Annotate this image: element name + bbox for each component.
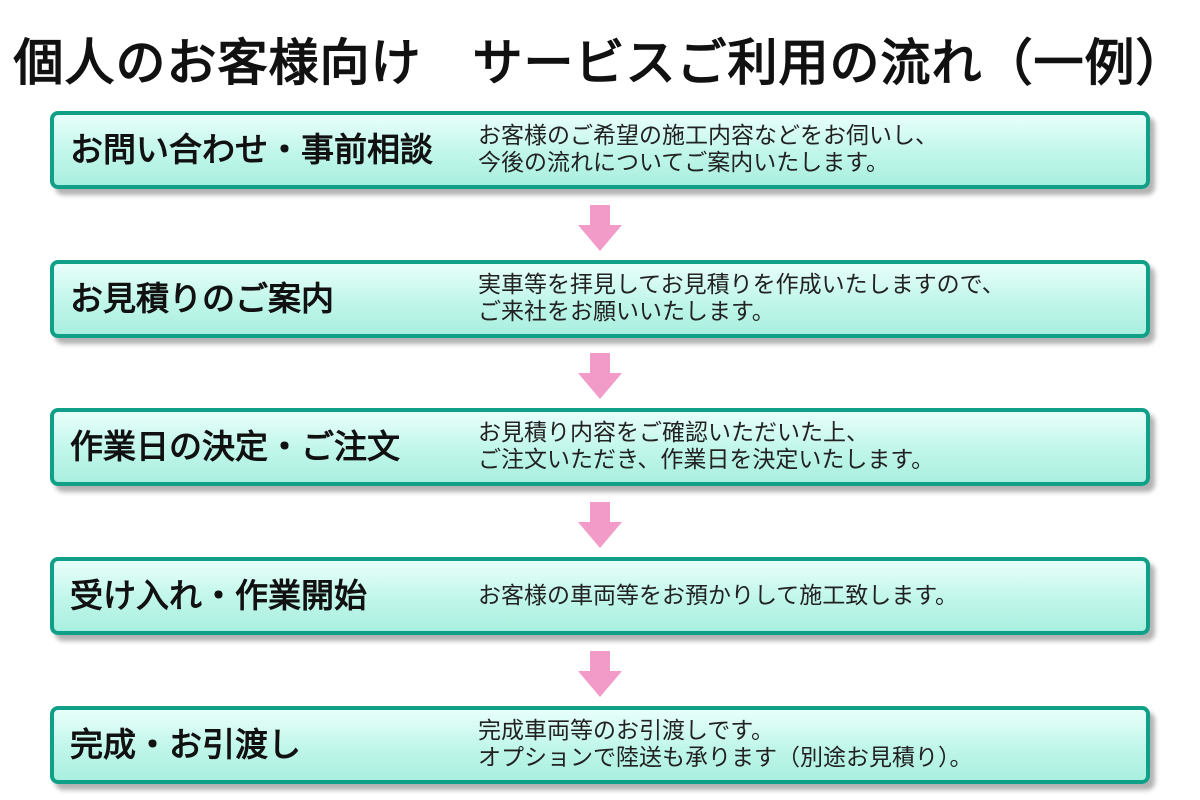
step-description: 完成車両等のお引渡しです。 オプションで陸送も承ります（別途お見積り）。 [478,710,1138,780]
step-title: 完成・お引渡し [70,725,301,764]
step-description-line: ご注文いただき、作業日を決定いたします。 [478,447,935,473]
step-description-line: 今後の流れについてご案内いたします。 [478,150,890,176]
step-description: 実車等を拝見してお見積りを作成いたしますので、 ご来社をお願いいたします。 [478,264,1138,334]
step-title: お問い合わせ・事前相談 [70,130,433,169]
down-arrow-icon [578,651,622,697]
step-estimate: お見積りのご案内 実車等を拝見してお見積りを作成いたしますので、 ご来社をお願い… [50,260,1150,338]
down-arrow-icon [578,205,622,251]
down-arrow-icon [578,502,622,548]
step-order: 作業日の決定・ご注文 お見積り内容をご確認いただいた上、 ご注文いただき、作業日… [50,408,1150,486]
step-description-line: お客様の車両等をお預かりして施工致します。 [478,582,959,609]
step-description-line: ご来社をお願いいたします。 [478,299,775,325]
step-title: 受け入れ・作業開始 [70,576,367,615]
step-title: お見積りのご案内 [70,279,334,318]
step-description-line: オプションで陸送も承ります（別途お見積り）。 [478,745,973,771]
step-description: お客様のご希望の施工内容などをお伺いし、 今後の流れについてご案内いたします。 [478,115,1138,185]
step-description: お見積り内容をご確認いただいた上、 ご注文いただき、作業日を決定いたします。 [478,412,1138,482]
step-description-line: お客様のご希望の施工内容などをお伺いし、 [478,123,938,149]
down-arrow-icon [578,353,622,399]
page-title: 個人のお客様向け サービスご利用の流れ（一例） [13,34,1187,92]
step-title: 作業日の決定・ご注文 [70,427,400,466]
step-delivery: 完成・お引渡し 完成車両等のお引渡しです。 オプションで陸送も承ります（別途お見… [50,706,1150,784]
step-description-line: 実車等を拝見してお見積りを作成いたしますので、 [478,272,1005,298]
step-description: お客様の車両等をお預かりして施工致します。 [478,561,1138,631]
step-description-line: 完成車両等のお引渡しです。 [478,718,775,744]
step-start-work: 受け入れ・作業開始 お客様の車両等をお預かりして施工致します。 [50,557,1150,635]
step-description-line: お見積り内容をご確認いただいた上、 [478,420,869,446]
step-inquiry: お問い合わせ・事前相談 お客様のご希望の施工内容などをお伺いし、 今後の流れにつ… [50,111,1150,189]
